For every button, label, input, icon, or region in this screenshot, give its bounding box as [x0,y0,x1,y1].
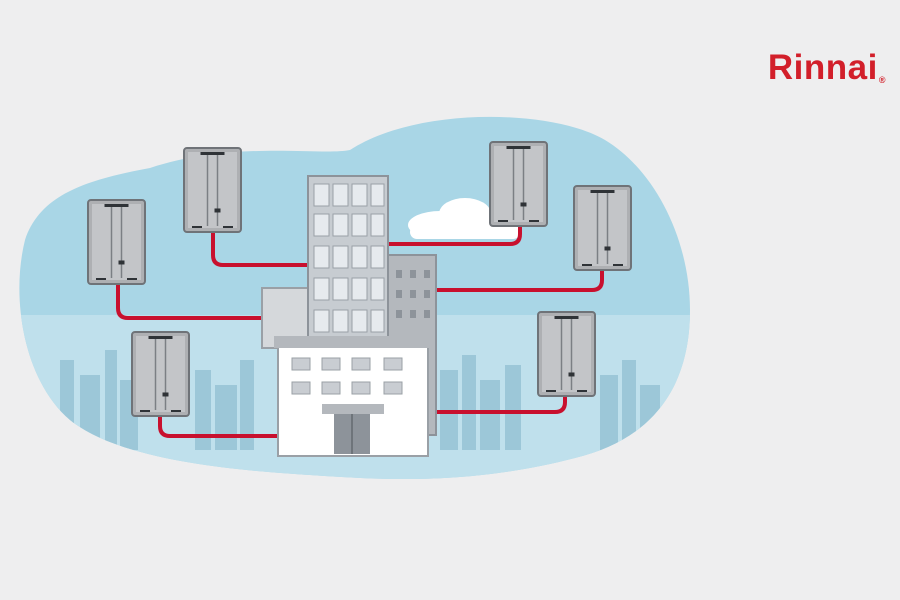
water-heaters [87,141,632,417]
pipes [116,224,604,438]
rinnai-logo: Rinnai® [768,50,886,85]
water-heater-unit [573,185,632,271]
water-heater-unit [489,141,548,227]
water-heater-unit [87,199,146,285]
water-heater-unit [537,311,596,397]
water-heater-unit [131,331,190,417]
brand-name: Rinnai [767,48,878,87]
registered-mark: ® [878,75,886,85]
water-heater-unit [183,147,242,233]
office-building [261,175,437,457]
